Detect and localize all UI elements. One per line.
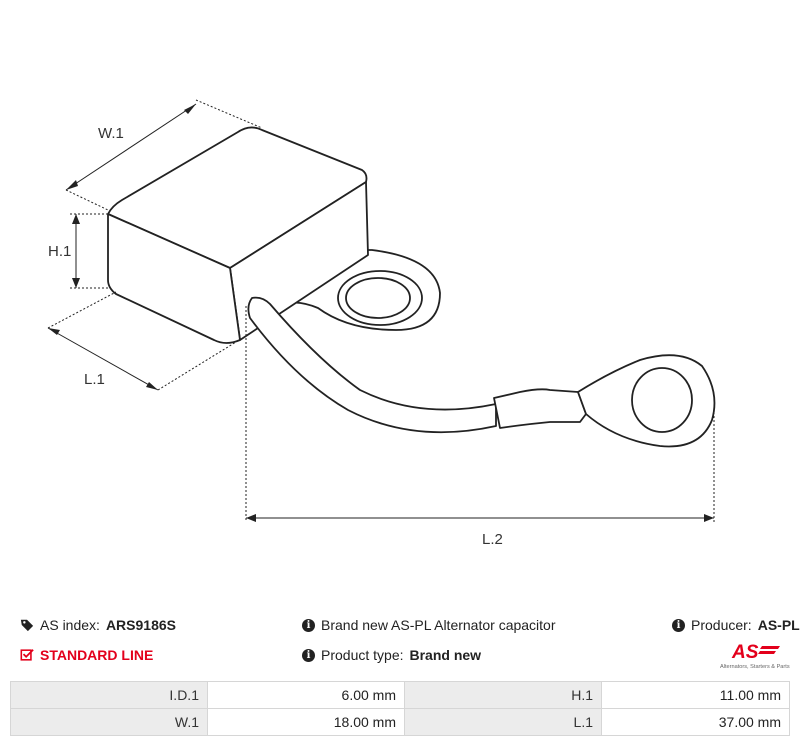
spec-value: 18.00 mm [207,708,405,736]
standard-line: STANDARD LINE [20,647,153,663]
dim-label-w1: W.1 [98,125,124,142]
ring-hole [631,367,693,433]
description-text: Brand new AS-PL Alternator capacitor [321,617,556,633]
svg-text:Alternators, Starters & Parts: Alternators, Starters & Parts [720,664,790,670]
standard-line-label: STANDARD LINE [40,647,154,663]
info-icon: i [302,618,315,632]
spec-label: W.1 [10,708,208,736]
product-type-label: Product type: [321,647,404,663]
dim-label-l2: L.2 [482,531,503,548]
as-pl-logo: AS Alternators, Starters & Parts [720,642,790,670]
svg-text:AS: AS [731,642,759,663]
table-row: I.D.1 6.00 mm H.1 11.00 mm [10,681,790,709]
spec-label: L.1 [404,708,602,736]
as-index-value: ARS9186S [105,617,176,633]
dim-label-h1: H.1 [48,243,71,260]
producer: i Producer: AS-PL [672,617,800,633]
specs-table: I.D.1 6.00 mm H.1 11.00 mm W.1 18.00 mm … [10,681,790,736]
product-type-value: Brand new [409,647,482,663]
checkbox-checked-icon [20,649,34,661]
crimp-sleeve [493,388,587,429]
info-icon: i [302,648,315,662]
tag-icon [20,619,34,632]
lead-wire [247,296,497,434]
tab-hole [337,270,423,326]
producer-label: Producer: [691,617,752,633]
producer-value: AS-PL [757,617,800,633]
capacitor-body-top [107,126,368,269]
table-row: W.1 18.00 mm L.1 37.00 mm [10,708,790,736]
spec-label: H.1 [404,681,602,709]
dim-label-l1: L.1 [84,371,105,388]
product-type: i Product type: Brand new [302,647,481,663]
spec-label: I.D.1 [10,681,208,709]
spec-value: 37.00 mm [601,708,790,736]
capacitor-body-front [107,213,241,344]
capacitor-technical-drawing: W.1 H.1 L.1 L.2 [47,99,716,548]
description: i Brand new AS-PL Alternator capacitor [302,617,556,633]
info-icon: i [672,618,685,632]
ring-terminal [577,354,716,448]
spec-value: 6.00 mm [207,681,405,709]
as-index: AS index: ARS9186S [20,617,176,633]
spec-value: 11.00 mm [601,681,790,709]
as-index-label: AS index: [40,617,100,633]
